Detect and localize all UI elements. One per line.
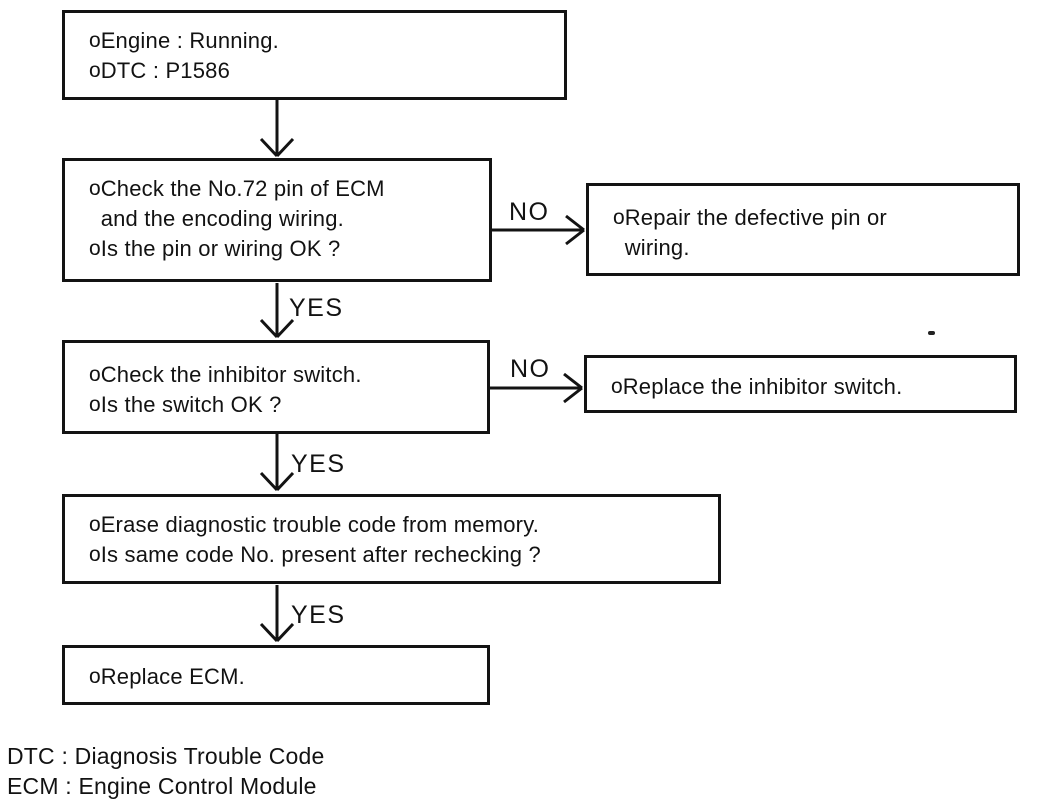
arrow-erase-code-to-replace-ecm — [259, 585, 295, 643]
list-item: o Is the switch OK ? — [65, 390, 479, 420]
step-text: Check the No.72 pin of ECM and the encod… — [100, 176, 385, 231]
flow-box-erase-code: o Erase diagnostic trouble code from mem… — [62, 494, 721, 584]
question-text: Is same code No. present after recheckin… — [100, 542, 541, 567]
label-yes-check-inhibitor: YES — [291, 450, 346, 478]
action-text: Repair the defective pin or wiring. — [624, 205, 887, 260]
list-item: o Replace ECM. — [65, 662, 479, 692]
bullet-marker: o — [89, 665, 101, 688]
list-item: o Is the pin or wiring OK ? — [65, 234, 481, 264]
bullet-marker: o — [89, 29, 101, 52]
list-item: o Is same code No. present after recheck… — [65, 540, 710, 570]
condition-text: Engine : Running. — [100, 28, 279, 53]
flow-box-start: o Engine : Running. o DTC : P1586 — [62, 10, 567, 100]
label-no-check-pin: NO — [509, 198, 550, 226]
bullet-marker: o — [89, 543, 101, 566]
list-item: o Erase diagnostic trouble code from mem… — [65, 510, 710, 540]
flow-box-check-pin: o Check the No.72 pin of ECM and the enc… — [62, 158, 492, 282]
action-text: Replace ECM. — [100, 664, 245, 689]
question-text: Is the pin or wiring OK ? — [100, 236, 341, 261]
bullet-marker: o — [89, 513, 101, 536]
arrow-check-pin-to-check-inhibitor — [259, 283, 295, 339]
list-item: o Repair the defective pin or wiring. — [589, 203, 1009, 263]
scan-artifact — [928, 331, 935, 335]
condition-text: DTC : P1586 — [100, 58, 231, 83]
flow-box-check-inhibitor: o Check the inhibitor switch. o Is the s… — [62, 340, 490, 434]
legend-line-ecm: ECM : Engine Control Module — [7, 773, 317, 799]
arrow-start-to-check-pin — [259, 98, 295, 158]
question-text: Is the switch OK ? — [100, 392, 282, 417]
action-text: Replace the inhibitor switch. — [622, 374, 903, 399]
legend: DTC : Diagnosis Trouble Code ECM : Engin… — [7, 741, 325, 801]
list-item: o Check the inhibitor switch. — [65, 360, 479, 390]
bullet-marker: o — [613, 206, 625, 229]
label-no-check-inhibitor: NO — [510, 355, 551, 383]
list-item: o Replace the inhibitor switch. — [587, 372, 1006, 402]
arrow-check-inhibitor-to-erase-code — [259, 434, 295, 492]
label-yes-erase-code: YES — [291, 601, 346, 629]
list-item: o DTC : P1586 — [65, 56, 556, 86]
bullet-marker: o — [89, 237, 101, 260]
list-item: o Check the No.72 pin of ECM and the enc… — [65, 174, 481, 234]
step-text: Check the inhibitor switch. — [100, 362, 362, 387]
flow-box-replace-inhibitor: o Replace the inhibitor switch. — [584, 355, 1017, 413]
list-item: o Engine : Running. — [65, 26, 556, 56]
arrow-check-inhibitor-to-replace-inhibitor — [490, 372, 583, 404]
step-text: Erase diagnostic trouble code from memor… — [100, 512, 540, 537]
bullet-marker: o — [89, 59, 101, 82]
label-yes-check-pin: YES — [289, 294, 344, 322]
bullet-marker: o — [611, 375, 623, 398]
bullet-marker: o — [89, 393, 101, 416]
bullet-marker: o — [89, 177, 101, 200]
bullet-marker: o — [89, 363, 101, 386]
arrow-check-pin-to-repair-pin — [492, 214, 585, 246]
flow-box-repair-pin: o Repair the defective pin or wiring. — [586, 183, 1020, 276]
flow-box-replace-ecm: o Replace ECM. — [62, 645, 490, 705]
legend-line-dtc: DTC : Diagnosis Trouble Code — [7, 743, 325, 769]
